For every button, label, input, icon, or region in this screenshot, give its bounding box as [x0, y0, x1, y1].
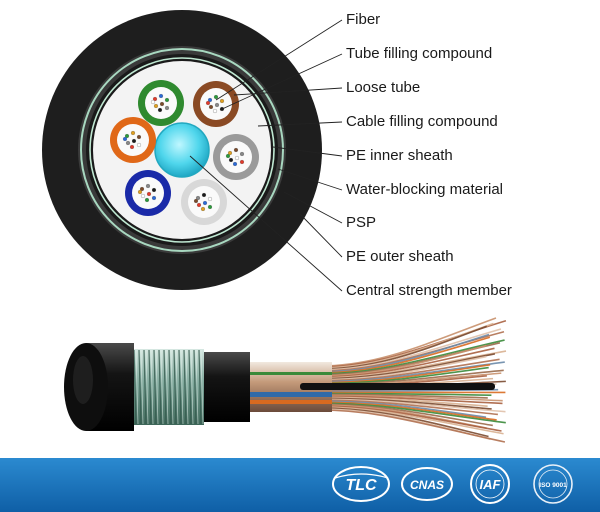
svg-text:IAF: IAF: [480, 477, 502, 492]
tube-white: [181, 179, 227, 225]
label-fiber: Fiber: [346, 11, 380, 28]
logo-tlc-icon: TLC: [332, 466, 390, 502]
leader-line: [299, 213, 343, 258]
tube-blue: [125, 170, 171, 216]
loose-tubes: [110, 80, 259, 225]
svg-text:ISO 9001: ISO 9001: [539, 482, 567, 489]
label-loose-tube: Loose tube: [346, 79, 420, 96]
label-psp: PSP: [346, 214, 376, 231]
exposed-central-member: [300, 383, 495, 390]
leader-line: [219, 53, 343, 111]
pe-inner-sheath: [89, 57, 275, 243]
logo-cnas-icon: CNAS: [401, 467, 453, 501]
leader-line: [277, 168, 343, 191]
leader-line: [215, 19, 343, 101]
footer-band: [0, 458, 600, 512]
inner-jacket: [200, 352, 250, 422]
logo-iaf-icon: IAF: [470, 464, 510, 504]
label-pe-outer-sheath: PE outer sheath: [346, 248, 454, 265]
cable-cross-section-icon: [42, 10, 322, 290]
leader-line: [233, 87, 343, 96]
tube-green: [138, 80, 184, 126]
psp-ring: [80, 48, 284, 252]
label-pe-inner-sheath: PE inner sheath: [346, 147, 453, 164]
central-strength-member: [154, 122, 210, 178]
leader-line: [283, 191, 343, 224]
tube-gray: [213, 134, 259, 180]
logo-iso-icon: ISO 9001: [533, 464, 573, 504]
leader-line: [272, 146, 343, 157]
label-tube-filling-compound: Tube filling compound: [346, 45, 492, 62]
leader-line: [189, 155, 343, 292]
label-central-strength-member: Central strength member: [346, 282, 512, 299]
svg-text:CNAS: CNAS: [410, 478, 444, 492]
label-cable-filling-compound: Cable filling compound: [346, 113, 498, 130]
fanned-fibers: [319, 317, 507, 443]
tube-orange: [110, 117, 156, 163]
svg-text:TLC: TLC: [345, 477, 377, 494]
stripped-cable-icon: [64, 317, 507, 443]
leader-line: [257, 121, 343, 127]
label-water-blocking-material: Water-blocking material: [346, 181, 503, 198]
leader-lines: [189, 19, 343, 292]
